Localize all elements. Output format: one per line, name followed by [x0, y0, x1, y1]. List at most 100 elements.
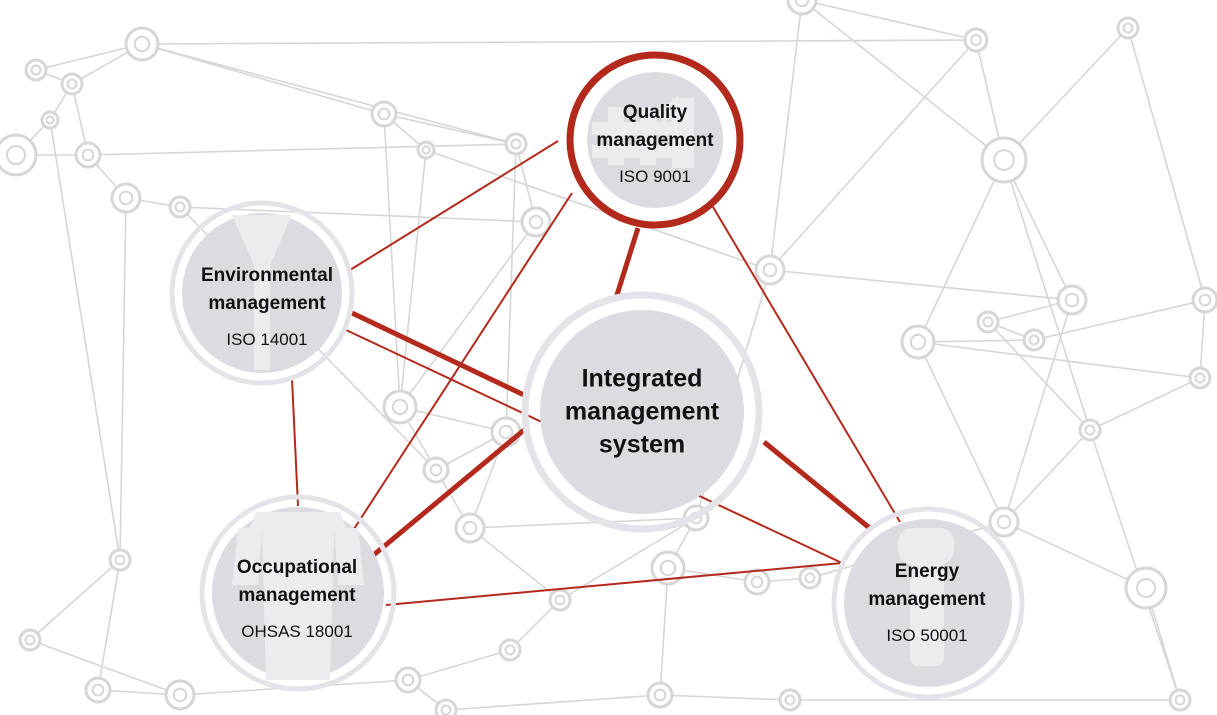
network-node-inner	[133, 35, 151, 53]
network-node	[1056, 284, 1088, 316]
network-node	[980, 136, 1028, 184]
network-node-inner	[510, 138, 522, 150]
network-node-inner	[1084, 424, 1096, 436]
environmental-label: Environmental management ISO 14001	[201, 262, 333, 350]
network-node-inner	[653, 688, 667, 702]
node-occupational	[199, 494, 397, 692]
network-link	[1127, 27, 1206, 301]
network-link	[769, 0, 803, 271]
network-node	[504, 132, 528, 156]
network-node	[743, 568, 771, 596]
center-label: Integrated management system	[565, 363, 719, 462]
quality-standard: ISO 9001	[619, 167, 691, 186]
network-node-inner	[1174, 694, 1186, 706]
network-link	[29, 639, 181, 696]
network-link	[35, 43, 143, 71]
energy-name-line-1: Energy	[894, 561, 960, 582]
network-link	[1003, 521, 1147, 589]
network-node	[1078, 418, 1102, 442]
network-node	[74, 141, 102, 169]
network-node-inner	[1064, 292, 1080, 308]
quality-name-line-2: management	[596, 130, 714, 151]
network-node-inner	[66, 78, 78, 90]
network-link	[987, 321, 1091, 431]
network-node	[110, 182, 142, 214]
network-node	[24, 58, 48, 82]
occupational-label: Occupational management OHSAS 18001	[237, 554, 357, 642]
network-node-inner	[1136, 578, 1156, 598]
network-node-inner	[794, 0, 810, 8]
network-node-inner	[6, 145, 26, 165]
network-node-inner	[1198, 293, 1212, 307]
edge-quality-energy	[712, 206, 901, 523]
network-link	[469, 517, 697, 529]
network-node-inner	[81, 148, 95, 162]
network-link	[1003, 27, 1129, 161]
light-bulb-icon	[898, 528, 954, 666]
edge-environmental-occupational	[291, 378, 299, 507]
tree-icon	[232, 215, 292, 370]
network-link	[769, 39, 977, 271]
network-node	[0, 133, 38, 177]
network-node	[40, 110, 60, 130]
network-node-inner	[429, 463, 443, 477]
quality-label: Quality management ISO 9001	[596, 99, 713, 187]
environmental-name-line-2: management	[208, 293, 326, 314]
network-link	[659, 567, 669, 696]
network-node-inner	[970, 34, 982, 46]
center-name-line-3: system	[598, 430, 686, 459]
network-node	[422, 456, 450, 484]
network-node	[520, 206, 552, 238]
network-node	[548, 588, 572, 612]
network-node-inner	[1194, 372, 1206, 384]
network-node-inner	[462, 520, 478, 536]
network-link	[801, 0, 977, 41]
network-link	[383, 113, 401, 408]
energy-name-line-2: management	[868, 589, 986, 610]
network-node-inner	[762, 262, 778, 278]
network-node-inner	[804, 572, 816, 584]
network-node	[646, 681, 674, 709]
network-node	[976, 310, 1000, 334]
occupational-standard: OHSAS 18001	[241, 622, 353, 641]
node-quality	[566, 51, 744, 229]
quality-name-line-1: Quality	[622, 102, 688, 123]
network-node	[1124, 566, 1168, 610]
network-node-inner	[498, 424, 514, 440]
network-node	[1022, 328, 1046, 352]
network-node	[124, 26, 160, 62]
network-link	[917, 341, 1005, 523]
network-node-inner	[24, 634, 36, 646]
network-node-inner	[750, 575, 764, 589]
edge-quality-environmental	[349, 140, 559, 271]
network-link	[445, 694, 661, 711]
network-node	[900, 324, 936, 360]
network-link	[917, 341, 1201, 379]
network-node-inner	[401, 673, 415, 687]
network-link	[399, 221, 537, 408]
network-node-inner	[174, 201, 186, 213]
environmental-name-line-1: Environmental	[201, 265, 333, 286]
node-center	[521, 291, 763, 533]
network-node	[84, 676, 112, 704]
network-link	[917, 339, 1035, 343]
network-node-inner	[996, 514, 1012, 530]
network-link	[141, 43, 517, 145]
node-energy	[831, 506, 1025, 700]
network-node	[454, 512, 486, 544]
occupational-name-line-2: management	[238, 585, 356, 606]
network-node	[1188, 366, 1212, 390]
environmental-standard: ISO 14001	[226, 330, 308, 349]
network-node	[498, 638, 522, 662]
edge-center-quality	[613, 227, 641, 299]
network-link	[407, 649, 511, 681]
network-link	[1003, 299, 1073, 523]
network-node	[164, 679, 196, 711]
network-link	[29, 559, 121, 641]
network-link	[141, 39, 977, 45]
edge-occupational-energy	[385, 562, 843, 606]
shirt-icon	[232, 512, 364, 680]
network-node-inner	[91, 683, 105, 697]
